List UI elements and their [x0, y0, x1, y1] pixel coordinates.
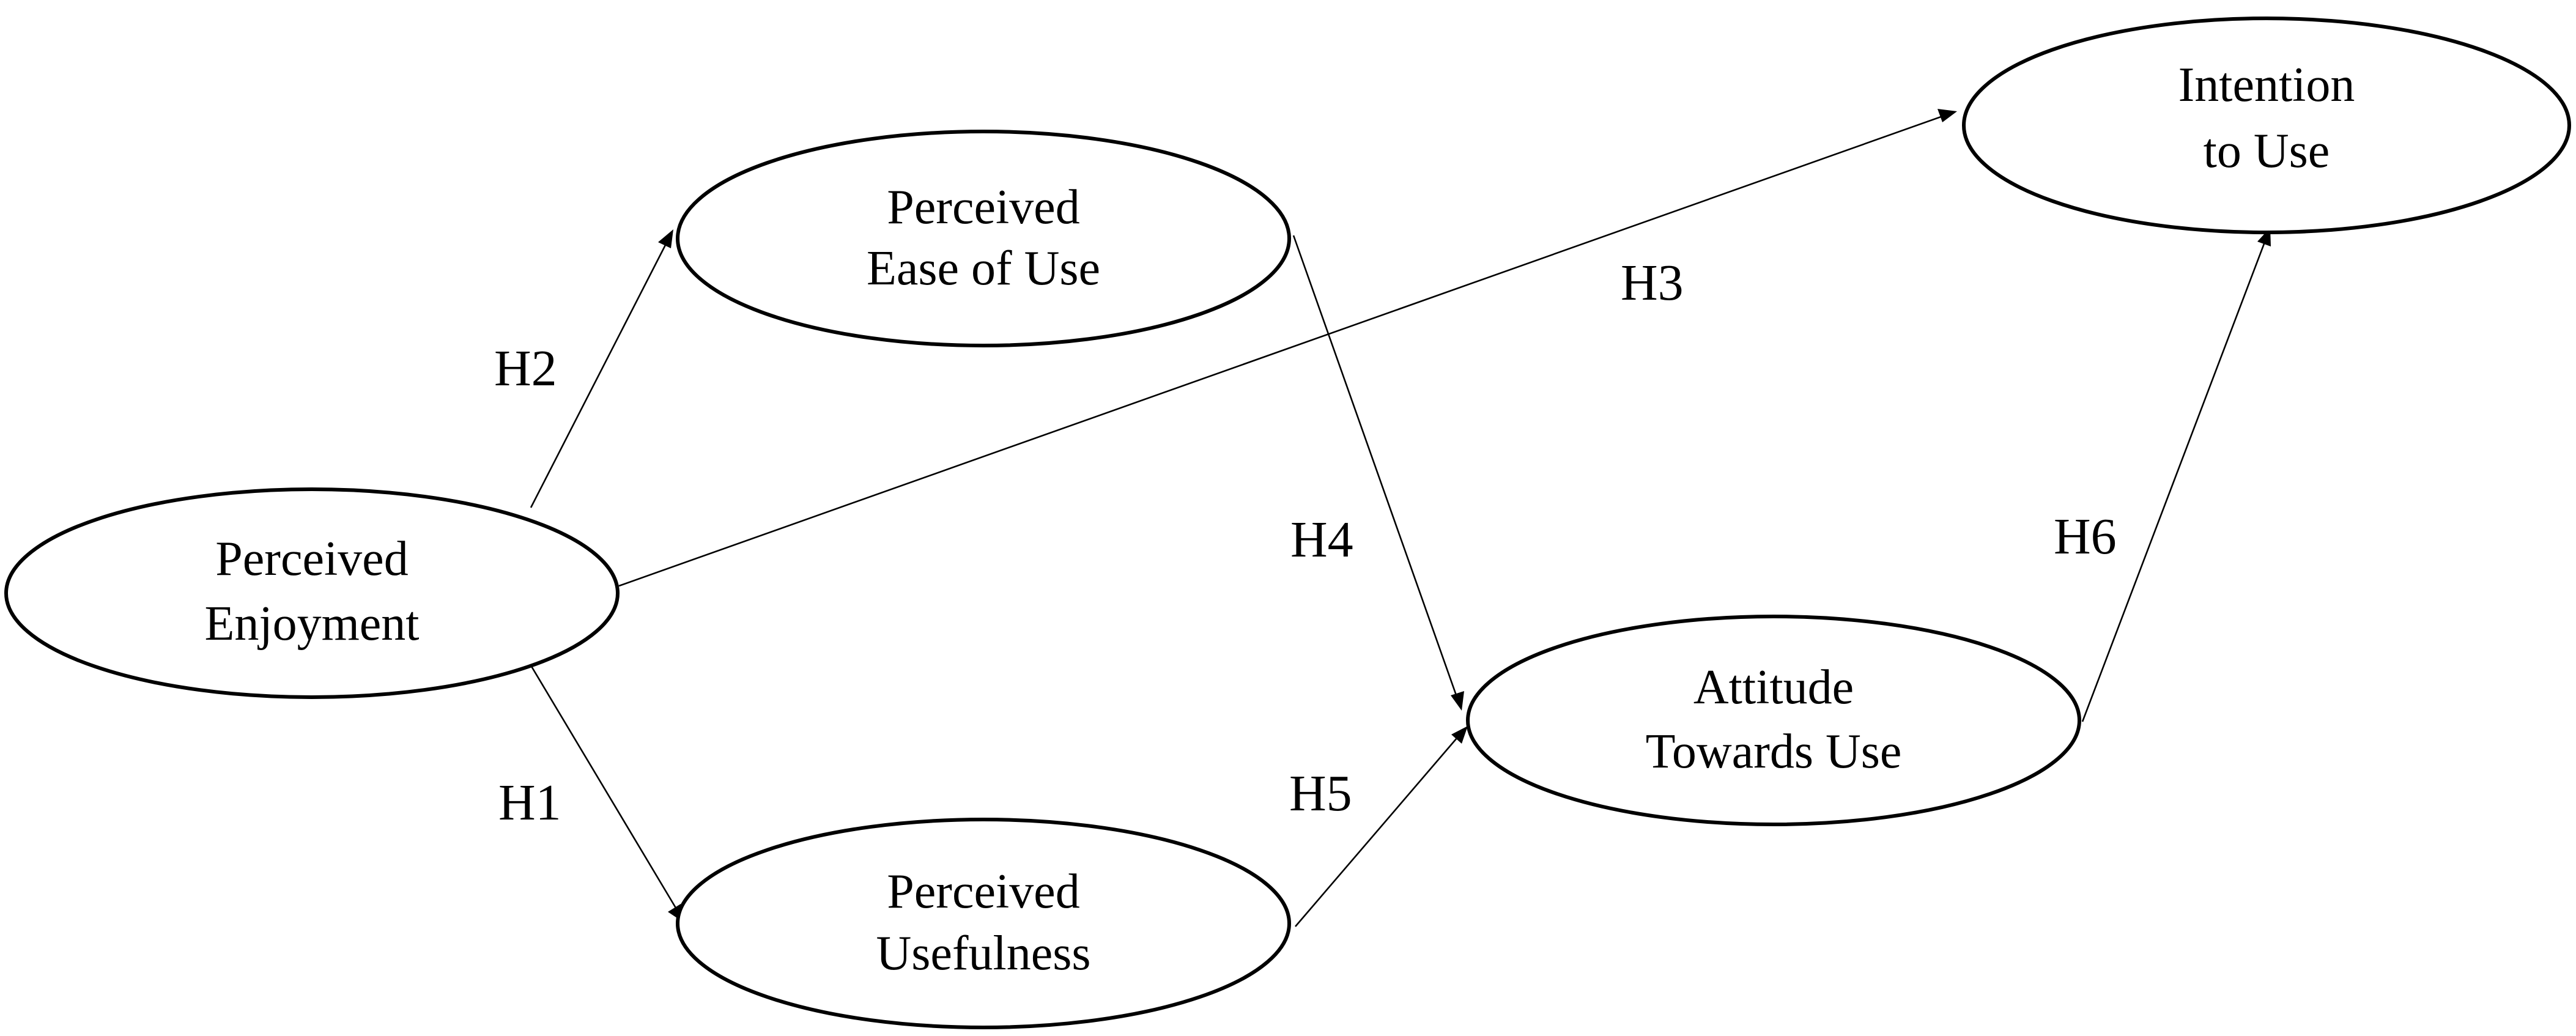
edge-h3-line	[618, 114, 1947, 587]
node-intention-to-use-line-1: Intention	[2178, 58, 2355, 112]
node-perceived-enjoyment: Perceived Enjoyment	[4, 487, 620, 699]
node-perceived-enjoyment-line-1: Perceived	[215, 532, 408, 586]
node-perceived-ease-of-use-line-1: Perceived	[887, 180, 1079, 234]
edge-h3-arrowhead	[1938, 109, 1957, 122]
node-perceived-ease-of-use-ellipse	[676, 130, 1291, 347]
node-perceived-usefulness-ellipse	[676, 818, 1291, 1029]
edge-h2: H2	[494, 229, 673, 508]
edge-h6-line	[2081, 237, 2268, 722]
node-perceived-enjoyment-ellipse	[4, 487, 620, 699]
edge-h3: H3	[618, 109, 1957, 587]
edge-h5-label: H5	[1289, 765, 1352, 822]
edge-h2-label: H2	[494, 340, 557, 397]
edge-h5: H5	[1289, 726, 1468, 927]
edge-h1-label: H1	[498, 774, 561, 831]
node-attitude-towards-use: Attitude Towards Use	[1466, 615, 2081, 826]
node-perceived-ease-of-use-line-2: Ease of Use	[867, 242, 1100, 295]
edge-h2-arrowhead	[658, 229, 673, 248]
edge-h4-line	[1292, 235, 1460, 703]
node-perceived-enjoyment-line-2: Enjoyment	[204, 597, 419, 651]
edge-h3-label: H3	[1621, 254, 1684, 311]
node-perceived-usefulness: Perceived Usefulness	[676, 818, 1291, 1029]
edge-h1: H1	[498, 665, 684, 923]
edge-h1-line	[530, 665, 684, 920]
node-attitude-towards-use-ellipse	[1466, 615, 2081, 826]
edge-h6-label: H6	[2054, 508, 2117, 565]
edge-h4-arrowhead	[1451, 691, 1464, 711]
node-perceived-usefulness-line-1: Perceived	[887, 865, 1079, 919]
node-intention-to-use-line-2: to Use	[2204, 124, 2330, 178]
edge-h5-arrowhead	[1451, 726, 1468, 744]
edge-h5-line	[1295, 733, 1461, 927]
node-attitude-towards-use-line-1: Attitude	[1693, 660, 1854, 714]
edge-h4-label: H4	[1290, 511, 1353, 568]
node-intention-to-use-ellipse	[1962, 17, 2571, 234]
node-intention-to-use: Intention to Use	[1962, 17, 2571, 234]
node-perceived-ease-of-use: Perceived Ease of Use	[676, 130, 1291, 347]
node-perceived-usefulness-line-2: Usefulness	[876, 927, 1090, 980]
edge-h6: H6	[2054, 228, 2271, 722]
edge-h4: H4	[1290, 235, 1464, 711]
edge-h2-line	[530, 235, 672, 508]
node-attitude-towards-use-line-2: Towards Use	[1646, 725, 1902, 779]
